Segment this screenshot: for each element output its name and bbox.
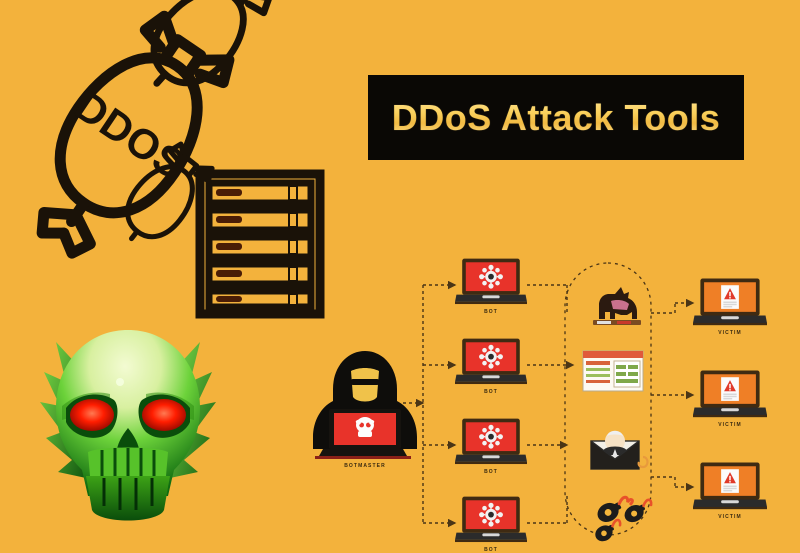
- bot-node-1: [455, 257, 527, 305]
- botmaster-figure: [313, 351, 417, 459]
- trojan-horse-icon: [593, 287, 641, 325]
- webpage-icon: [582, 350, 644, 392]
- phishing-email-icon: [590, 430, 649, 470]
- diagram-svg: [313, 257, 767, 543]
- victim-label-3: VICTIM: [718, 514, 742, 520]
- green-skull-icon: [40, 330, 216, 521]
- bot-label-1: BOT: [484, 309, 498, 315]
- bomb-cluster-icon: [595, 495, 653, 542]
- ddos-attack-diagram: BOTMASTER BOT BOT BOT BOT VICTIM VICTIM …: [295, 255, 800, 553]
- victim-node-3: [693, 462, 767, 510]
- victim-node-1: [693, 278, 767, 326]
- bomb-artwork-group: DDOS: [22, 0, 352, 319]
- bombs-and-server-svg: DDOS: [36, 0, 325, 319]
- skull-eye-left: [70, 399, 114, 431]
- victim-label-1: VICTIM: [718, 330, 742, 336]
- attack-vector-enclosure: [564, 262, 652, 536]
- victim-label-2: VICTIM: [718, 422, 742, 428]
- bot-node-3: [455, 417, 527, 465]
- title-banner: DDoS Attack Tools: [368, 75, 744, 160]
- botmaster-label: BOTMASTER: [344, 463, 386, 469]
- server-rack-icon: [195, 169, 325, 319]
- bot-node-2: [455, 337, 527, 385]
- bot-node-4: [455, 495, 527, 543]
- page-title: DDoS Attack Tools: [391, 96, 721, 138]
- skull-eye-right: [142, 399, 186, 431]
- victim-node-2: [693, 370, 767, 418]
- bomb-ddos-label: DDOS: [67, 81, 194, 188]
- bot-label-4: BOT: [484, 547, 498, 553]
- skull-artwork: [28, 320, 228, 535]
- svg-text:DDOS: DDOS: [67, 81, 194, 188]
- bot-label-2: BOT: [484, 389, 498, 395]
- bot-label-3: BOT: [484, 469, 498, 475]
